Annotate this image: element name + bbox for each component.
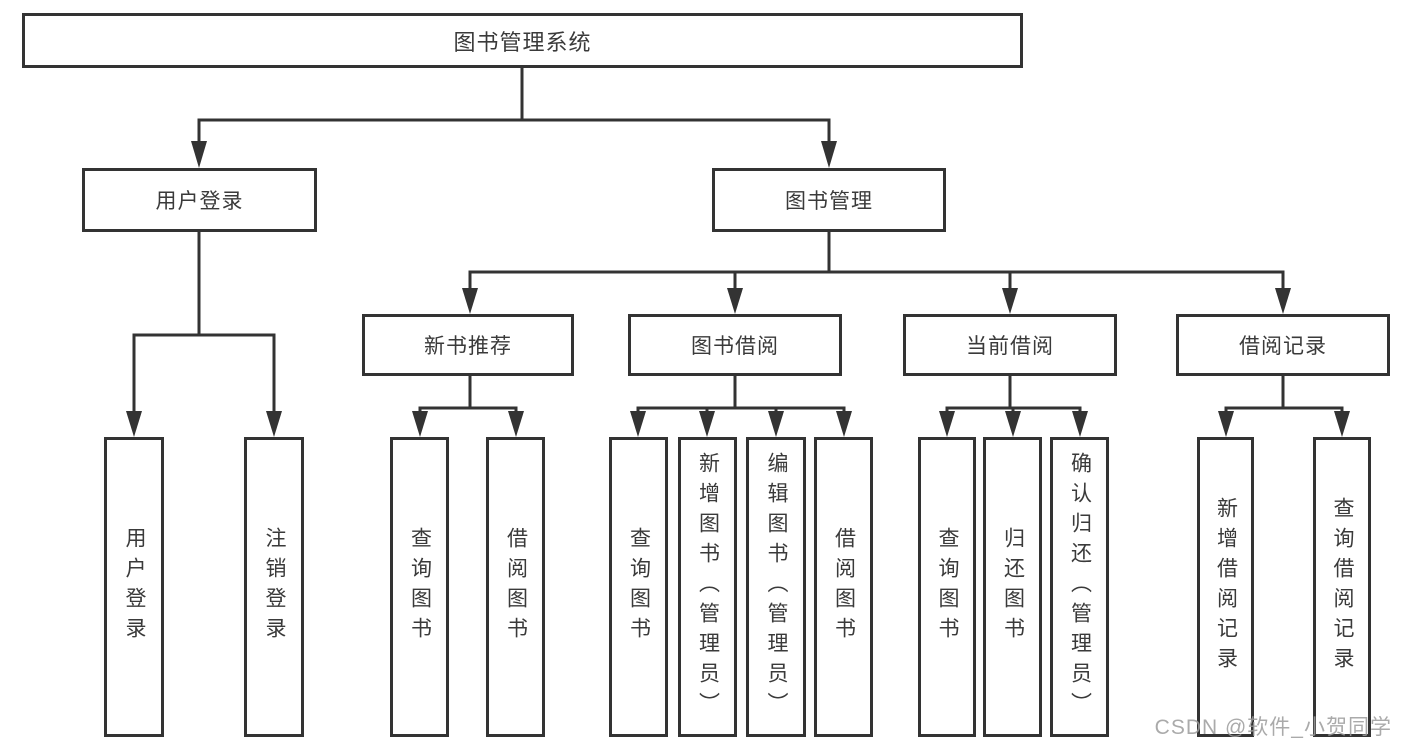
leaf-return-books: 归还图书 bbox=[983, 437, 1042, 737]
node-book-management: 图书管理 bbox=[712, 168, 946, 232]
leaf-confirm-return-admin: 确认归还（管理员） bbox=[1050, 437, 1109, 737]
node-label: 查询图书 bbox=[936, 527, 959, 647]
leaf-add-borrow-record: 新增借阅记录 bbox=[1197, 437, 1254, 737]
arrowheads bbox=[126, 141, 1350, 437]
leaf-query-books-borrowing: 查询图书 bbox=[609, 437, 668, 737]
node-root-system: 图书管理系统 bbox=[22, 13, 1023, 68]
node-label: 用户登录 bbox=[123, 527, 146, 647]
leaf-add-books-admin: 新增图书（管理员） bbox=[678, 437, 737, 737]
node-label: 借阅记录 bbox=[1239, 335, 1327, 358]
leaf-query-books-recommend: 查询图书 bbox=[390, 437, 449, 737]
node-label: 借阅图书 bbox=[832, 527, 856, 647]
node-label: 用户登录 bbox=[155, 190, 244, 213]
leaf-borrow-books-borrowing: 借阅图书 bbox=[814, 437, 873, 737]
leaf-borrow-books-recommend: 借阅图书 bbox=[486, 437, 545, 737]
node-label: 新书推荐 bbox=[424, 335, 512, 358]
node-label: 图书管理 bbox=[785, 190, 873, 213]
csdn-watermark: CSDN @软件_小贺同学 bbox=[1154, 716, 1392, 739]
node-label: 查询图书 bbox=[408, 527, 432, 647]
node-current-borrowing: 当前借阅 bbox=[903, 314, 1117, 376]
node-label: 新增借阅记录 bbox=[1214, 497, 1238, 677]
leaf-user-login: 用户登录 bbox=[104, 437, 164, 737]
node-label: 查询借阅记录 bbox=[1331, 497, 1354, 677]
node-label: 图书管理系统 bbox=[453, 29, 592, 55]
node-label: 当前借阅 bbox=[966, 335, 1054, 358]
leaf-query-books-current: 查询图书 bbox=[918, 437, 976, 737]
leaf-logout: 注销登录 bbox=[244, 437, 304, 737]
node-label: 归还图书 bbox=[1001, 527, 1025, 647]
node-user-login: 用户登录 bbox=[82, 168, 317, 232]
leaf-edit-books-admin: 编辑图书（管理员） bbox=[746, 437, 806, 737]
node-book-borrowing: 图书借阅 bbox=[628, 314, 842, 376]
node-label: 图书借阅 bbox=[691, 335, 779, 358]
node-label: 编辑图书（管理员） bbox=[765, 452, 788, 722]
node-label: 新增图书（管理员） bbox=[696, 452, 720, 722]
node-borrowing-records: 借阅记录 bbox=[1176, 314, 1390, 376]
node-label: 确认归还（管理员） bbox=[1068, 452, 1092, 722]
node-label: 注销登录 bbox=[263, 527, 286, 647]
node-new-book-recommend: 新书推荐 bbox=[362, 314, 574, 376]
leaf-query-borrow-record: 查询借阅记录 bbox=[1313, 437, 1371, 737]
node-label: 借阅图书 bbox=[504, 527, 528, 647]
node-label: 查询图书 bbox=[627, 527, 651, 647]
